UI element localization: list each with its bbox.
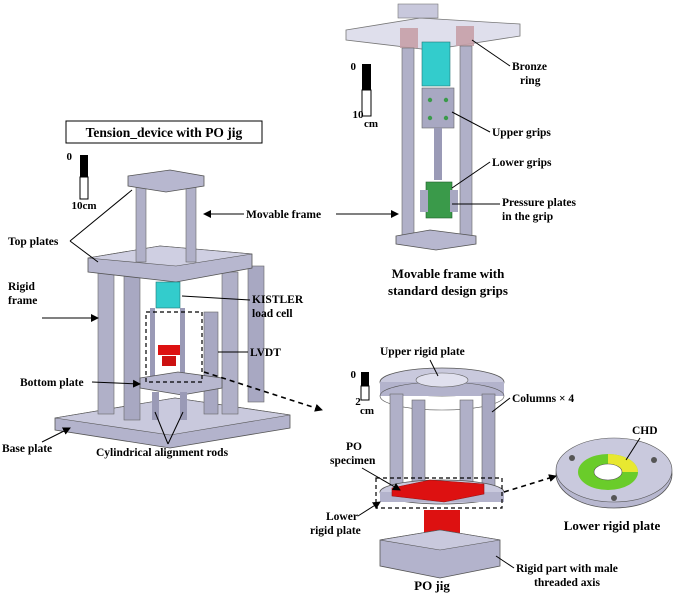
top-right-annotations: Bronze ring Upper grips Lower grips Pres… (388, 39, 577, 298)
label-po-specimen-2: specimen (330, 455, 376, 467)
lower-rigid-plate-detail (555, 437, 673, 509)
label-pressure-1: Pressure plates (502, 197, 577, 209)
label-lvdt: LVDT (250, 347, 281, 359)
caption-lower-rigid-plate: Lower rigid plate (564, 518, 661, 533)
label-lower-grips: Lower grips (492, 157, 552, 169)
scale-tr-bottom: 10 (353, 109, 365, 121)
scale-tr-top: 0 (351, 61, 357, 73)
label-kistler-1: KISTLER (252, 294, 304, 306)
left-annotations: Top plates Rigid frame Bottom plate Base… (2, 189, 399, 459)
label-chd: CHD (632, 425, 658, 437)
caption-movable-2: standard design grips (388, 283, 508, 298)
scale-jig-bottom: 2 (355, 396, 361, 408)
label-rigid-part-1: Rigid part with male (516, 563, 618, 575)
title-box: Tension_device with PO jig (65, 120, 263, 144)
label-lower-rigid-1: Lower (326, 511, 358, 523)
scale-left-top: 0 (67, 151, 73, 163)
label-lower-rigid-2: rigid plate (310, 525, 361, 537)
label-pressure-2: in the grip (502, 211, 553, 223)
label-upper-grips: Upper grips (492, 127, 551, 139)
tension-device (54, 169, 291, 449)
label-bottom-plate: Bottom plate (20, 377, 84, 389)
scale-bar-jig: 0 2 cm (351, 369, 375, 417)
scale-bar-top-right: 0 10 cm (351, 61, 379, 130)
label-rigid-frame-1: Rigid (8, 281, 35, 293)
caption-po-jig: PO jig (414, 578, 450, 593)
scale-tr-unit: cm (364, 118, 378, 130)
label-columns: Columns × 4 (512, 393, 574, 405)
label-bronze-2: ring (520, 75, 541, 87)
label-rigid-part-2: threaded axis (534, 577, 600, 589)
scale-jig-top: 0 (351, 369, 357, 381)
po-jig (375, 367, 505, 579)
label-top-plates: Top plates (8, 236, 59, 248)
title-text: Tension_device with PO jig (86, 125, 243, 140)
label-kistler-2: load cell (252, 308, 293, 320)
label-upper-rigid-plate: Upper rigid plate (380, 346, 465, 358)
scale-bar-left: 0 10cm (67, 151, 97, 212)
label-cylindrical-rods: Cylindrical alignment rods (96, 447, 229, 459)
label-rigid-frame-2: frame (8, 295, 37, 307)
label-movable-frame: Movable frame (246, 209, 321, 221)
label-base-plate: Base plate (2, 443, 52, 455)
label-po-specimen-1: PO (346, 441, 362, 453)
caption-movable-1: Movable frame with (392, 266, 505, 281)
jig-annotations: Upper rigid plate Columns × 4 PO specime… (310, 346, 660, 593)
scale-jig-unit: cm (360, 405, 374, 417)
movable-frame-device (345, 3, 521, 251)
label-bronze-1: Bronze (512, 61, 547, 73)
scale-left-bottom: 10cm (71, 200, 96, 212)
